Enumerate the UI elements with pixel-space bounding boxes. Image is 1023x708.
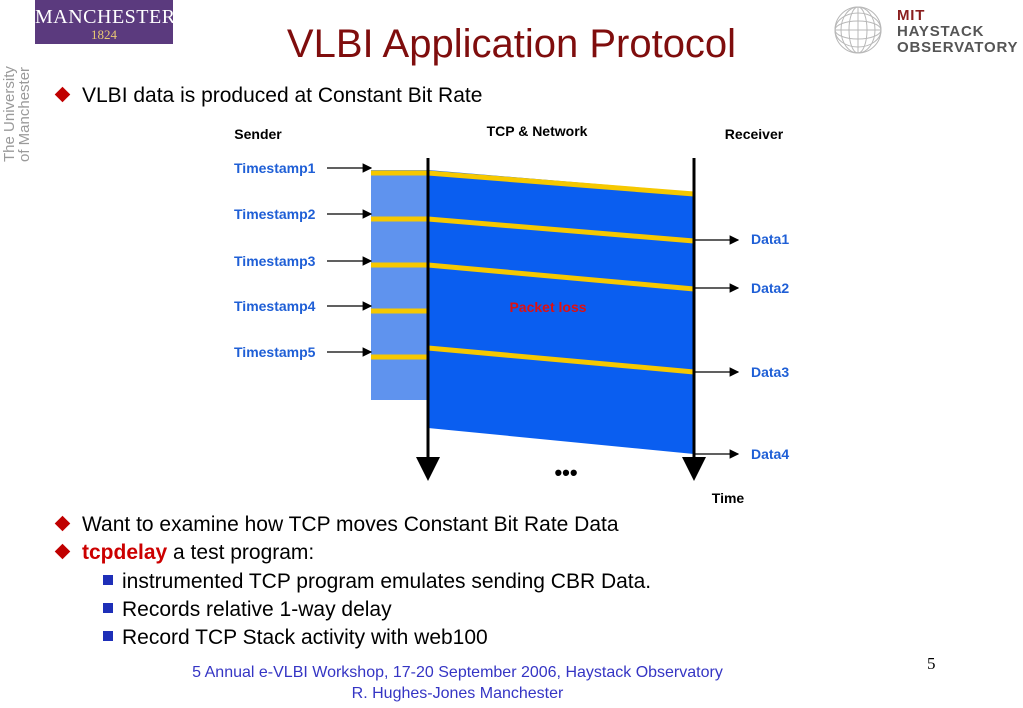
mit-logo-line-2: HAYSTACK [897,23,985,40]
square-bullet-icon [103,575,113,586]
sender-label: Sender [234,126,282,142]
bullet-2-text: a test program: [167,541,315,564]
data-2-label: Data2 [751,280,789,296]
sender-data-block [371,170,428,400]
university-of-manchester-vertical-text: The University of Manchester [1,66,33,162]
timestamp-5-label: Timestamp5 [234,344,316,360]
university-line-2: of Manchester [16,67,33,162]
receiver-label: Receiver [725,126,784,142]
ellipsis-label: ••• [554,460,577,485]
packet-5-network-line [427,345,695,375]
timestamp-1-label: Timestamp1 [234,160,316,176]
manchester-logo: MANCHESTER 1824 [35,0,176,44]
packet-loss-label: Packet loss [509,299,586,315]
packet-1-network-line [427,170,695,197]
manchester-logo-name: MANCHESTER [35,6,176,28]
sub-bullet-3-text: Record TCP Stack activity with web100 [122,626,488,649]
bullet-2: tcpdelay a test program: [54,541,315,565]
data-3-label: Data3 [751,364,789,380]
timestamp-3-label: Timestamp3 [234,253,316,269]
footer-line-1: 5 Annual e-VLBI Workshop, 17-20 Septembe… [192,664,723,681]
tcpdelay-highlight: tcpdelay [82,541,168,564]
globe-icon [834,6,882,54]
packet-lines [371,170,695,375]
sub-bullet-3: Record TCP Stack activity with web100 [103,626,488,650]
bullet-1: Want to examine how TCP moves Constant B… [54,513,619,537]
diamond-bullet-icon [54,515,71,532]
data-4-label: Data4 [751,446,789,462]
time-label: Time [712,490,745,506]
square-bullet-icon [103,603,113,614]
university-line-1: The University [1,66,18,162]
top-bullet-text: VLBI data is produced at Constant Bit Ra… [82,84,483,107]
network-label: TCP & Network [487,123,588,139]
slide-title: VLBI Application Protocol [286,22,737,66]
sub-bullet-2-text: Records relative 1-way delay [122,598,392,621]
top-bullet: VLBI data is produced at Constant Bit Ra… [54,84,483,108]
bullet-1-text: Want to examine how TCP moves Constant B… [82,513,619,536]
manchester-logo-year: 1824 [91,27,117,42]
footer: 5 Annual e-VLBI Workshop, 17-20 Septembe… [0,662,915,704]
data-1-label: Data1 [751,231,789,247]
mit-logo-line-3: OBSERVATORY [897,39,1019,56]
sub-bullet-2: Records relative 1-way delay [103,598,392,622]
sub-bullet-1: instrumented TCP program emulates sendin… [103,570,651,594]
packet-2-network-line [427,216,695,244]
mit-logo-text: MIT HAYSTACK OBSERVATORY [897,8,1018,56]
diamond-bullet-icon [54,543,71,560]
mit-haystack-logo [834,6,882,54]
square-bullet-icon [103,631,113,642]
network-data-region [428,170,694,454]
footer-line-2: R. Hughes-Jones Manchester [351,685,564,702]
packet-3-network-line [427,262,695,292]
mit-logo-line-1: MIT [897,7,926,24]
timestamp-4-label: Timestamp4 [234,298,316,314]
timestamp-2-label: Timestamp2 [234,206,316,222]
sub-bullet-1-text: instrumented TCP program emulates sendin… [122,570,652,593]
page-number: 5 [927,654,936,673]
